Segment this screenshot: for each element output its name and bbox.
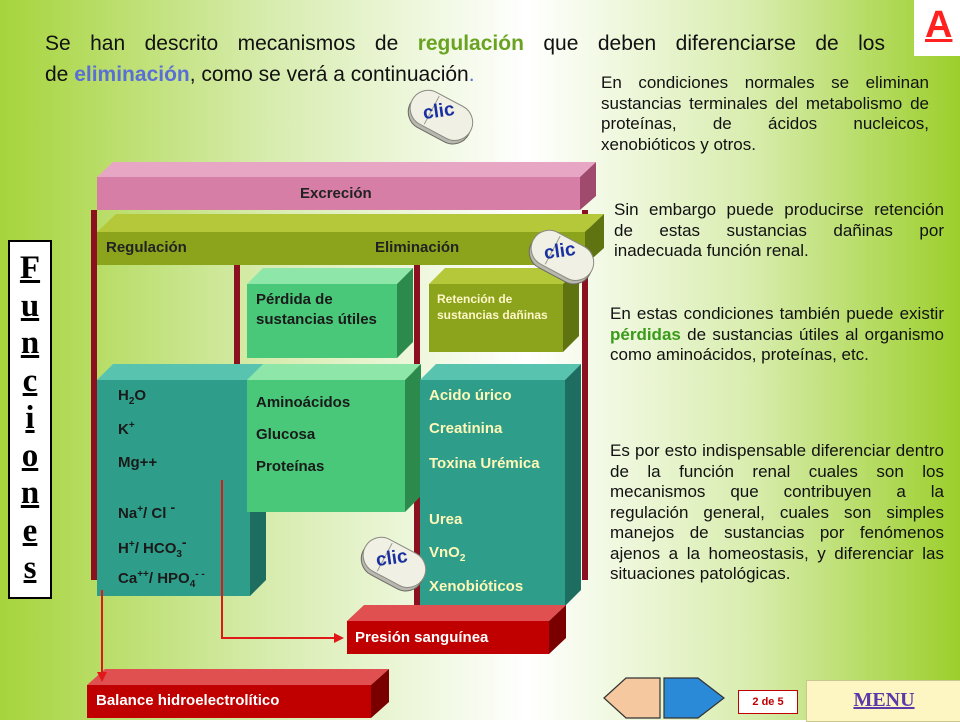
clic-button-1[interactable]: clic — [395, 85, 485, 156]
nav-forward-button — [663, 677, 725, 719]
label-perdida: Pérdida de sustancias útiles — [256, 291, 377, 328]
label-excrecion: Excreción — [300, 185, 372, 202]
list-item: Acido úrico — [429, 387, 512, 404]
list-item: Creatinina — [429, 420, 503, 437]
clic-label: clic — [542, 238, 577, 265]
list-item: Toxina Urémica — [429, 455, 540, 472]
label-regulacion: Regulación — [106, 239, 187, 256]
label-balance: Balance hidroelectrolítico — [96, 692, 280, 709]
title-letter: n — [20, 475, 40, 511]
paragraph-3: En estas condiciones también puede exist… — [610, 304, 944, 364]
menu-button[interactable]: MENU — [806, 680, 960, 722]
list-item: Proteínas — [256, 458, 325, 475]
title-letter: n — [20, 325, 40, 361]
paragraph-4: Es por esto indispensable diferenciar de… — [610, 441, 944, 583]
perdida-items: Aminoácidos Glucosa Proteínas — [256, 387, 350, 483]
nav-forward-button[interactable] — [664, 678, 724, 718]
clic-button-2[interactable]: clic — [516, 225, 606, 296]
corner-logo[interactable]: A — [914, 0, 960, 56]
list-item: Xenobióticos — [429, 578, 524, 595]
mouse-icon — [360, 536, 427, 592]
word-perdidas: pérdidas — [610, 324, 681, 344]
nav-arrows — [603, 677, 725, 719]
word-regulacion: regulación — [417, 32, 524, 55]
title-letter: s — [23, 550, 37, 586]
title-letter: o — [21, 437, 39, 474]
label-eliminacion: Eliminación — [375, 239, 460, 256]
nav-back-button — [603, 677, 661, 719]
list-item: VnO2 — [429, 544, 466, 564]
paragraph-2: Sin embargo puede producirse retención d… — [614, 200, 944, 260]
title-letter: F — [19, 250, 41, 286]
mouse-icon — [528, 229, 595, 285]
intro-text: Se han descrito mecanismos de regulación… — [45, 32, 885, 86]
paragraph-1: En condiciones normales se eliminan sust… — [601, 73, 929, 154]
list-item: Glucosa — [256, 426, 316, 443]
nav-back-button[interactable] — [604, 678, 660, 718]
clic-label: clic — [421, 98, 456, 125]
mouse-icon — [407, 89, 474, 145]
clic-button-3[interactable]: clic — [348, 532, 438, 603]
title-letter: u — [20, 287, 40, 324]
label-retencion: Retención de sustancias dañinas — [437, 292, 548, 322]
list-item: Urea — [429, 511, 463, 528]
word-eliminacion: eliminación — [74, 63, 190, 86]
title-letter: i — [25, 400, 35, 436]
title-letter: e — [22, 512, 38, 549]
title-letter: c — [22, 362, 38, 399]
clic-label: clic — [374, 545, 409, 572]
label-presion: Presión sanguínea — [355, 629, 489, 646]
list-item: Aminoácidos — [256, 394, 351, 411]
page-indicator: 2 de 5 — [738, 690, 798, 714]
